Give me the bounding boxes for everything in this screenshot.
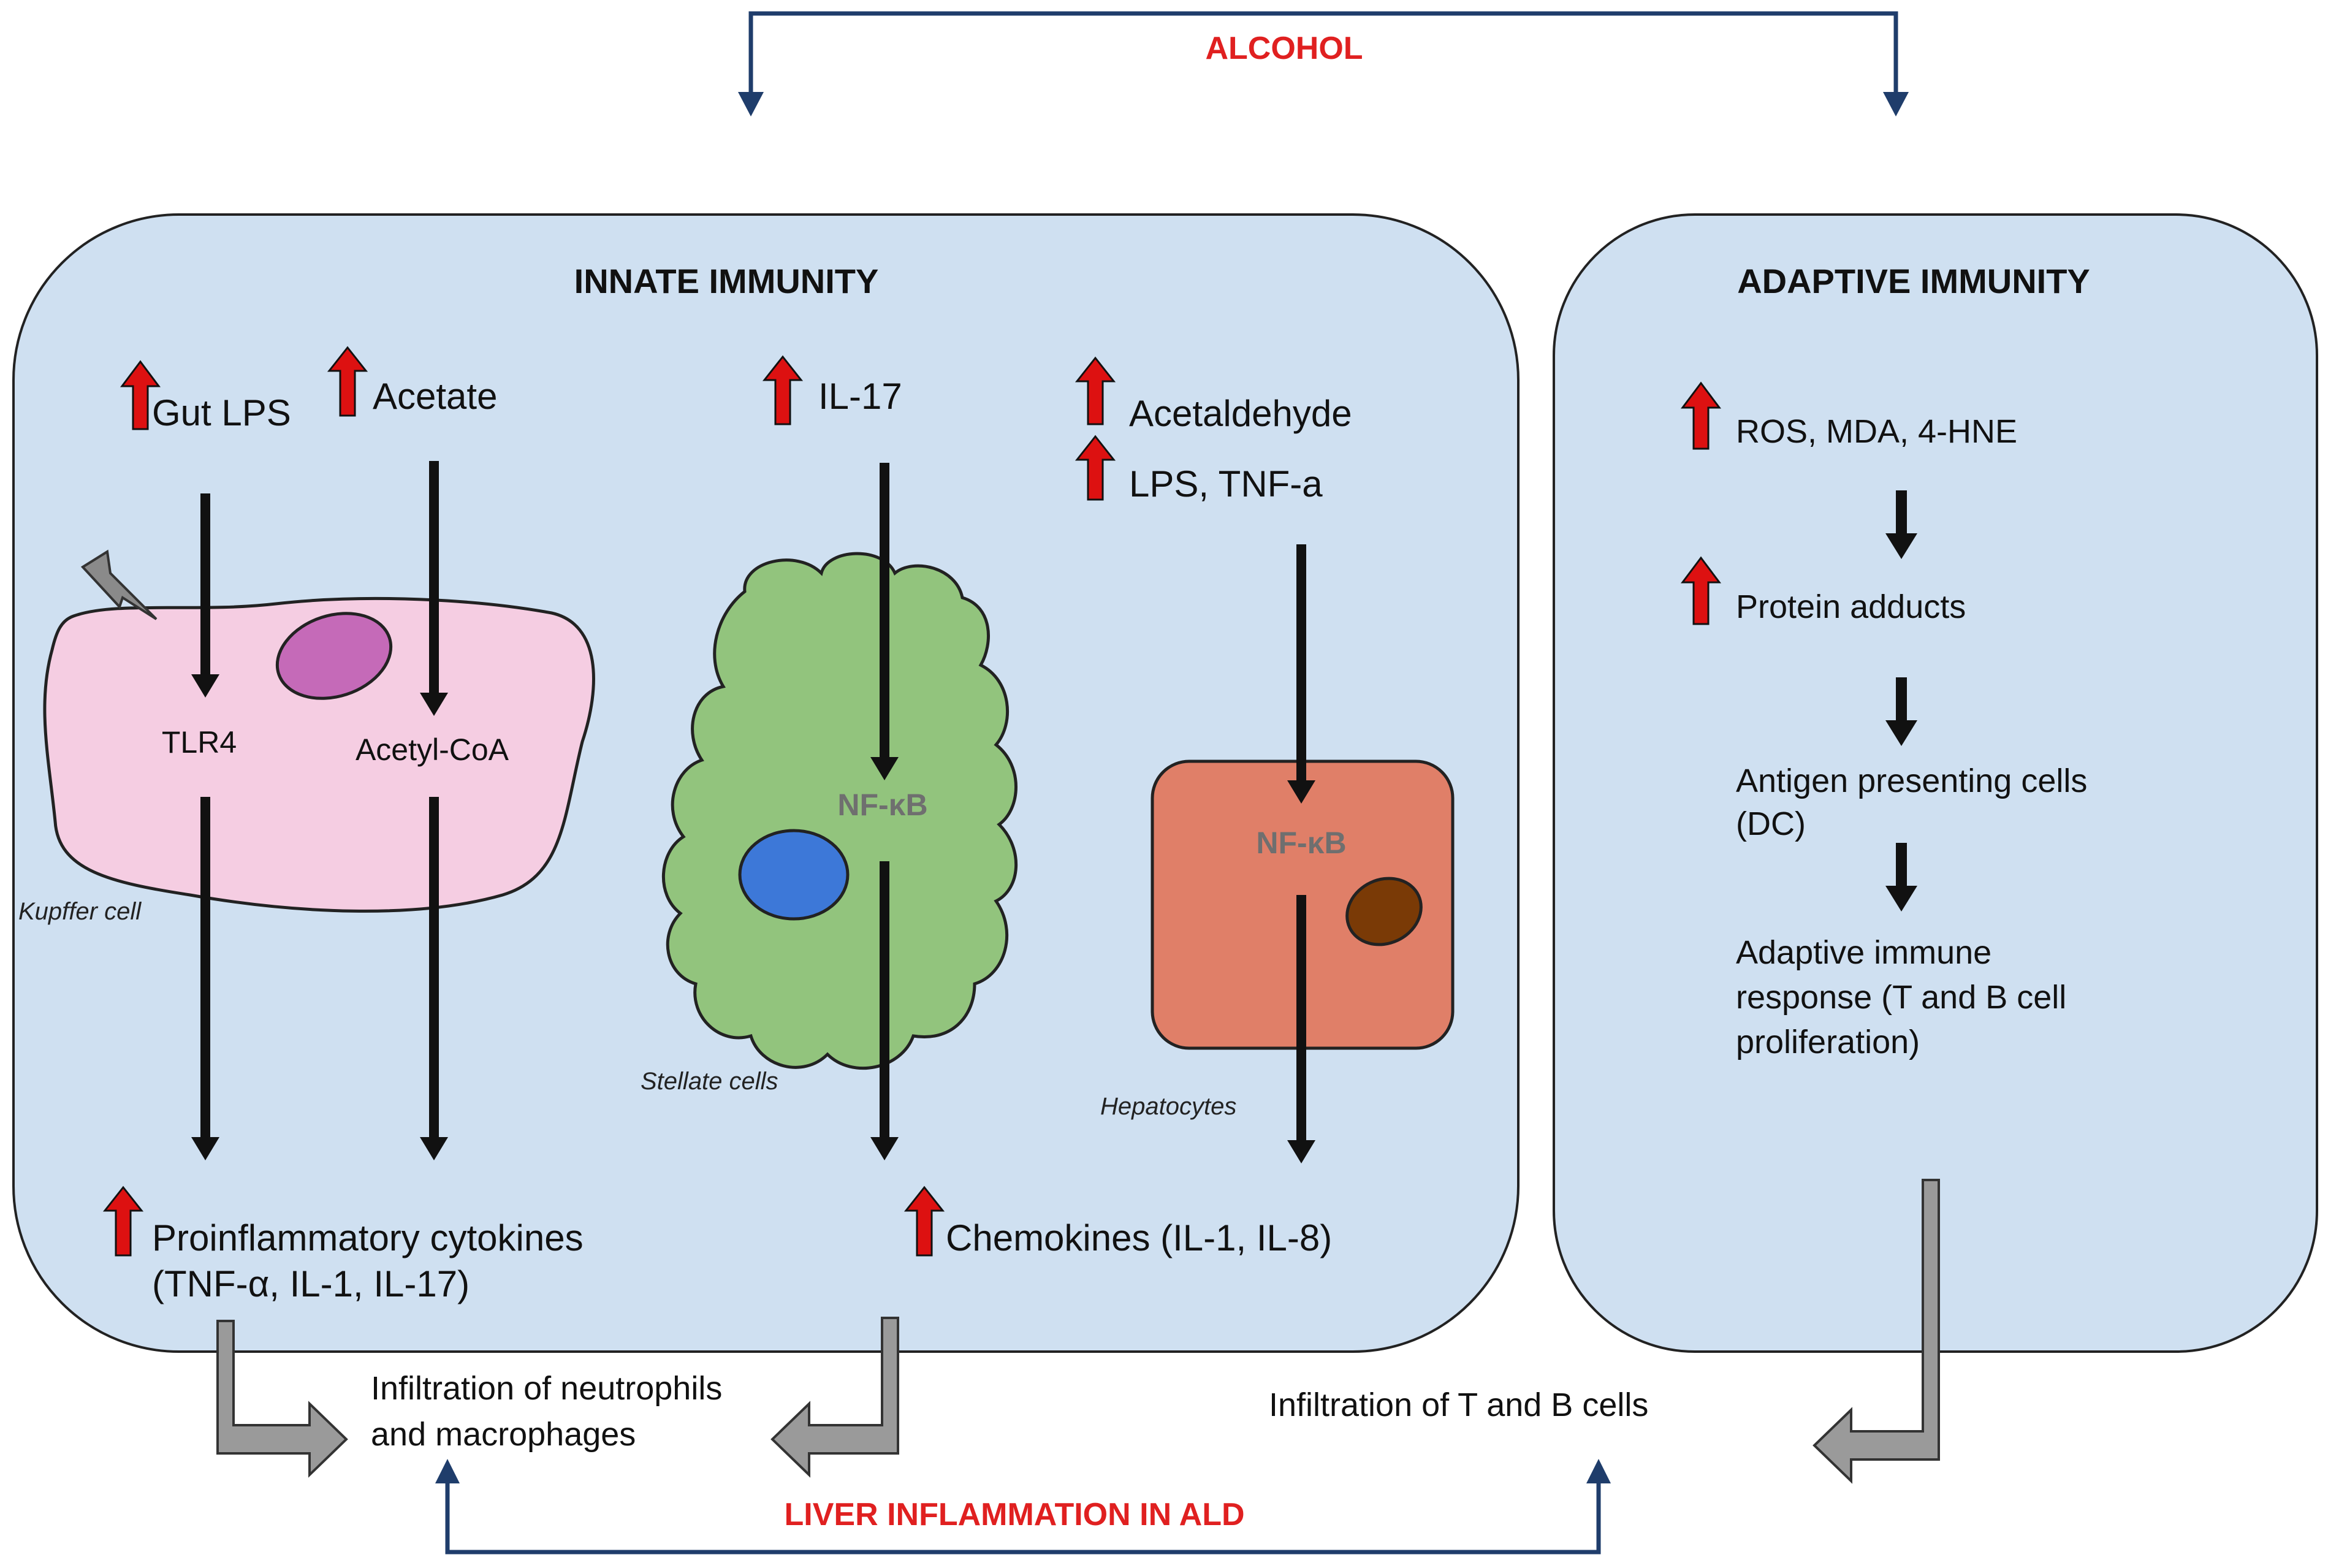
alcohol-right-arrowhead [1883, 92, 1909, 116]
apc-line1: Antigen presenting cells [1736, 763, 2087, 799]
kupffer-cell-label: Kupffer cell [18, 898, 142, 925]
apc-line2: (DC) [1736, 805, 1806, 842]
response-line2: response (T and B cell [1736, 979, 2066, 1016]
alcohol-bracket-line [748, 11, 1898, 92]
alcohol-label: ALCOHOL [1205, 31, 1363, 66]
grey-elbow-arrow-right [216, 1320, 348, 1478]
increase-arrows [102, 346, 1721, 1257]
up-arrow-icon [762, 355, 804, 425]
adaptive-immunity-title: ADAPTIVE IMMUNITY [1737, 262, 2090, 300]
outcome-arrows [216, 1179, 1940, 1484]
cytokines-line2: (TNF-α, IL-1, IL-17) [152, 1263, 470, 1304]
grey-elbow-arrow-tb [1813, 1179, 1940, 1484]
up-arrow-icon [120, 360, 161, 430]
kupffer-cell [43, 596, 595, 913]
innate-flow-arrows [191, 461, 1315, 1163]
il17-label: IL-17 [818, 376, 902, 417]
tlr4-label: TLR4 [162, 725, 237, 759]
up-arrow-icon [1075, 356, 1116, 425]
grey-elbow-arrow-left [770, 1317, 899, 1478]
alcohol-left-arrowhead [738, 92, 764, 116]
stellate-nucleus [738, 829, 850, 921]
stellate-cell [661, 552, 1018, 1070]
acetate-label: Acetate [373, 376, 497, 417]
stellate-nfkb: NF-κB [837, 788, 927, 822]
acetaldehyde-label: Acetaldehyde [1129, 393, 1352, 434]
ros-label: ROS, MDA, 4-HNE [1736, 413, 2017, 450]
response-line1: Adaptive immune [1736, 934, 1991, 971]
innate-immunity-title: INNATE IMMUNITY [574, 262, 879, 300]
chemokines-label: Chemokines (IL-1, IL-8) [946, 1217, 1332, 1258]
up-arrow-icon [1681, 556, 1721, 625]
hepatocytes-label: Hepatocytes [1100, 1093, 1236, 1120]
cytokines-line1: Proinflammatory cytokines [152, 1217, 584, 1258]
gut-lps-label: Gut LPS [152, 392, 291, 433]
up-arrow-icon [1681, 381, 1721, 450]
up-arrow-icon [327, 346, 368, 417]
up-arrow-icon [102, 1186, 144, 1257]
neutrophils-line1: Infiltration of neutrophils [371, 1370, 722, 1407]
hepatocyte-nucleus [1345, 877, 1423, 946]
lightning-bolt-icon [80, 549, 158, 620]
liver-left-arrowhead [435, 1459, 460, 1483]
liver-bracket [445, 1480, 1601, 1555]
alcohol-bracket [748, 11, 1898, 92]
liver-right-arrowhead [1586, 1459, 1611, 1483]
response-line3: proliferation) [1736, 1024, 1920, 1060]
lps-tnf-label: LPS, TNF-a [1129, 463, 1323, 504]
up-arrow-icon [1075, 435, 1116, 501]
up-arrow-icon [903, 1186, 945, 1257]
hepatocyte-nfkb: NF-κB [1256, 826, 1346, 860]
adaptive-flow-arrows [1885, 490, 1917, 911]
kupffer-nucleus [275, 612, 393, 700]
stellate-cells-label: Stellate cells [641, 1068, 778, 1095]
acetyl-coa-label: Acetyl-CoA [356, 733, 509, 767]
neutrophils-line2: and macrophages [371, 1416, 636, 1453]
tb-cells-label: Infiltration of T and B cells [1269, 1387, 1648, 1423]
protein-adducts-label: Protein adducts [1736, 588, 1966, 625]
liver-inflammation-label: LIVER INFLAMMATION IN ALD [784, 1497, 1244, 1532]
